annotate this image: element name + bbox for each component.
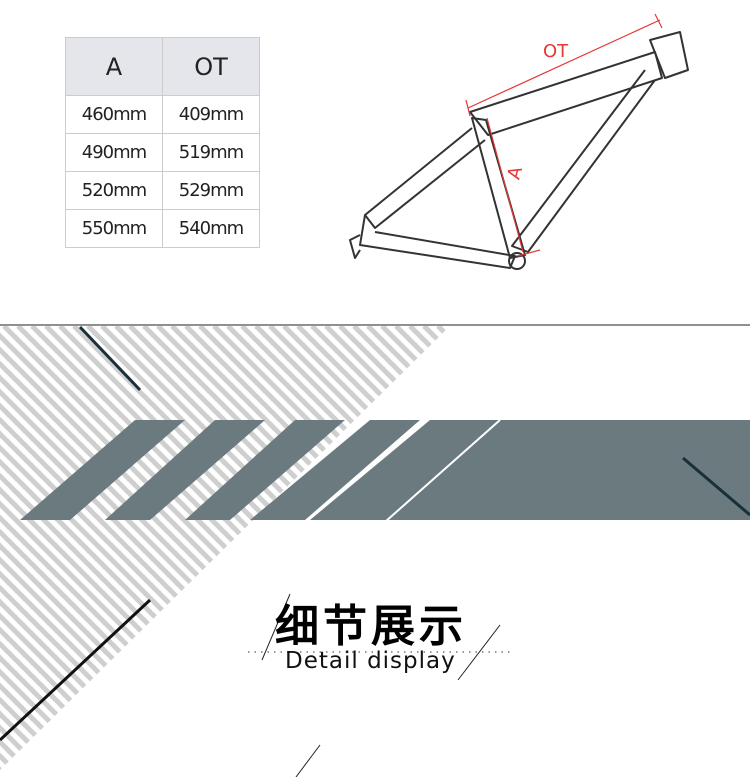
diagonal-stripes <box>0 326 750 776</box>
cell: 490mm <box>65 133 163 172</box>
stripe <box>0 326 134 770</box>
header-a: A <box>65 37 163 96</box>
label-a: A <box>504 164 528 182</box>
stripe <box>352 326 450 770</box>
cell: 529mm <box>162 171 260 210</box>
stripe <box>380 326 450 770</box>
stripe <box>184 326 450 770</box>
stripe <box>254 326 450 770</box>
stripe <box>394 326 450 770</box>
header-ot: OT <box>162 37 260 96</box>
stripe <box>452 326 750 776</box>
cell: 520mm <box>65 171 163 210</box>
stripe <box>268 326 450 770</box>
stripe <box>324 326 450 770</box>
section-title-cn: 细节展示 <box>275 601 467 652</box>
section-title-en: Detail display <box>285 648 456 674</box>
stripe <box>408 326 450 770</box>
stripe <box>0 326 78 770</box>
stripe <box>156 326 450 770</box>
stripe <box>212 326 450 770</box>
stripe <box>0 326 106 770</box>
stripe <box>422 326 450 770</box>
stripe <box>366 326 450 770</box>
accent-lines <box>0 325 750 742</box>
table-header-row: A OT <box>65 37 260 96</box>
stripe <box>198 326 450 770</box>
stripe <box>0 326 442 770</box>
cell: 519mm <box>162 133 260 172</box>
stripe <box>296 326 450 770</box>
bike-frame-diagram <box>349 31 689 270</box>
cell: 550mm <box>65 209 163 248</box>
cell: 460mm <box>65 95 163 134</box>
stripe <box>310 326 450 770</box>
stripe <box>0 326 92 770</box>
stripe <box>240 326 450 770</box>
stripe <box>170 326 450 770</box>
cell: 540mm <box>162 209 260 248</box>
stripe <box>338 326 450 770</box>
stripe <box>436 326 450 770</box>
stripe <box>282 326 450 770</box>
slanted-bands <box>20 420 750 520</box>
label-ot: OT <box>543 41 569 62</box>
stripe <box>226 326 450 770</box>
measure-lines <box>465 13 663 257</box>
